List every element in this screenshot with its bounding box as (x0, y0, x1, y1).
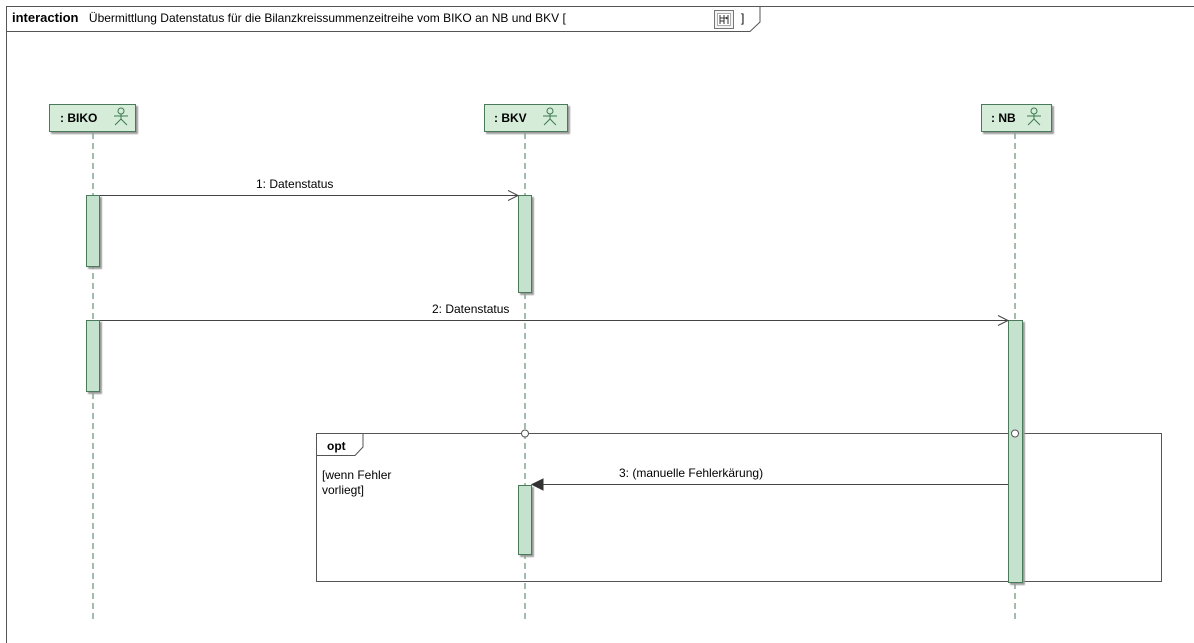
frame-title-text: Übermittlung Datenstatus für die Bilanzk… (89, 11, 567, 25)
fragment-gate-nb (1011, 429, 1019, 438)
lifeline-label-biko: : BIKO (60, 111, 97, 125)
fragment-gate-bkv (521, 429, 529, 438)
opt-fragment: opt [wenn Fehler vorliegt] (316, 433, 1162, 582)
lifeline-label-nb: : NB (991, 111, 1016, 125)
actor-icon (114, 107, 128, 126)
message-3-label: 3: (manuelle Fehlerkärung) (619, 466, 763, 480)
activation-bkv-1[interactable] (518, 195, 532, 293)
interaction-frame: interaction Übermittlung Datenstatus für… (6, 6, 1194, 643)
activation-biko-1[interactable] (86, 195, 100, 267)
frame-keyword-text: interaction (12, 10, 79, 25)
activation-bkv-2[interactable] (518, 485, 532, 555)
message-3-arrow[interactable] (530, 478, 1008, 491)
message-2-arrow[interactable] (100, 315, 1010, 326)
message-1-label: 1: Datenstatus (256, 177, 333, 191)
lifeline-label-bkv: : BKV (494, 111, 527, 125)
message-2-label: 2: Datenstatus (432, 302, 509, 316)
frame-keyword: interaction Übermittlung Datenstatus für… (12, 9, 566, 26)
opt-operator-label: opt (327, 439, 346, 453)
lifeline-head-nb[interactable] (981, 104, 1052, 132)
activation-biko-2[interactable] (86, 320, 100, 392)
opt-guard-line2: vorliegt] (322, 483, 364, 497)
actor-icon (1027, 107, 1041, 126)
frame-label-tab (6, 6, 761, 32)
sequence-diagram-icon[interactable] (714, 10, 734, 29)
opt-guard-line1: [wenn Fehler (322, 468, 391, 482)
frame-border (6, 6, 1194, 643)
message-1-arrow[interactable] (100, 190, 520, 201)
activation-nb-1[interactable] (1008, 320, 1023, 583)
frame-title-suffix: ] (741, 11, 744, 25)
actor-icon (543, 107, 557, 126)
lifeline-head-bkv[interactable] (484, 104, 568, 132)
opt-operator-tab (316, 433, 364, 456)
opt-fragment-border (316, 433, 1162, 582)
